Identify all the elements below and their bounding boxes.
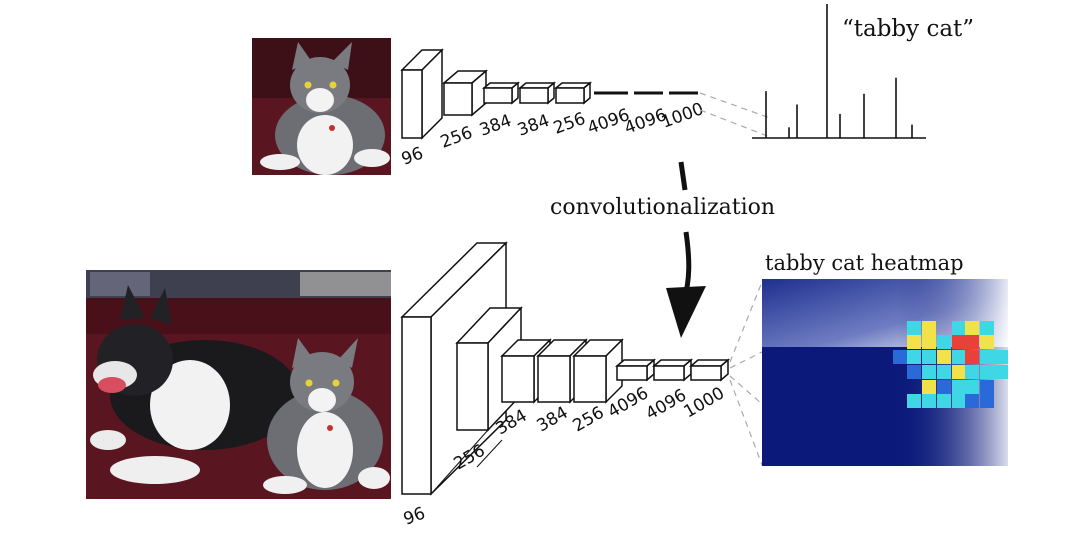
heatmap-cell — [937, 350, 951, 364]
dog-cat-photo — [86, 270, 391, 499]
bottom-projection-line-4 — [730, 380, 762, 465]
bottom-label-384b: 384 — [534, 403, 572, 437]
bottom-projection-line-3 — [730, 376, 762, 404]
heatmap-cell — [937, 394, 951, 408]
top-label-1000: 1000 — [659, 99, 706, 133]
heatmap-cell — [922, 350, 936, 364]
heatmap-cell — [907, 321, 921, 335]
heatmap-cell — [937, 335, 951, 349]
heatmap-cell — [937, 365, 951, 379]
top-layer-384a-block — [484, 83, 518, 103]
heatmap-cell — [907, 365, 921, 379]
bottom-label-256b: 256 — [570, 403, 608, 437]
tabby-cat-label: “tabby cat” — [842, 16, 974, 42]
heatmap-cell — [965, 380, 979, 394]
heatmap-cell — [980, 350, 994, 364]
top-layer-256-block — [444, 71, 486, 115]
bottom-label-1000: 1000 — [681, 383, 728, 422]
top-label-96: 96 — [399, 144, 426, 170]
heatmap-cell — [952, 321, 966, 335]
heatmap-cell — [994, 365, 1008, 379]
top-projection-line-lower — [700, 110, 770, 137]
top-layer-256b-block — [556, 83, 590, 103]
top-label-256: 256 — [438, 123, 475, 153]
heatmap-cell — [922, 321, 936, 335]
heatmap-cell — [980, 335, 994, 349]
heatmap-cell — [994, 350, 1008, 364]
bottom-layer-256b-block — [574, 340, 622, 402]
top-label-384b: 384 — [515, 111, 552, 141]
heatmap-cell — [965, 350, 979, 364]
heatmap-cell — [980, 394, 994, 408]
bottom-network: 96 256 384 384 256 4096 4096 1000 — [401, 243, 728, 530]
heatmap-cell — [922, 380, 936, 394]
top-label-256b: 256 — [551, 109, 588, 139]
top-layer-384b-block — [520, 83, 554, 103]
heatmap-cell — [952, 380, 966, 394]
heatmap-cell — [965, 365, 979, 379]
bottom-projection-line-2 — [730, 352, 762, 368]
heatmap-cell — [922, 365, 936, 379]
cat-photo-top — [252, 38, 391, 175]
heatmap-cell — [907, 350, 921, 364]
heatmap-cell — [952, 365, 966, 379]
convolutionalization-arrow — [666, 162, 706, 338]
bottom-layer-4096a-block — [617, 360, 654, 380]
heatmap-cell — [952, 350, 966, 364]
bottom-projection-line-1 — [730, 282, 762, 362]
top-layer-96-block — [402, 50, 442, 138]
convolutionalization-label: convolutionalization — [550, 195, 775, 220]
heatmap-cell — [980, 321, 994, 335]
heatmap-cell — [980, 365, 994, 379]
heatmap-cell — [965, 335, 979, 349]
tabby-cat-heatmap — [762, 279, 1008, 466]
heatmap-cell — [907, 394, 921, 408]
heatmap-cell — [893, 350, 907, 364]
bottom-label-96: 96 — [401, 504, 428, 530]
heatmap-cell — [952, 335, 966, 349]
bottom-layer-1000-block — [691, 360, 728, 380]
heatmap-cell — [965, 321, 979, 335]
bottom-layer-4096b-block — [654, 360, 691, 380]
heatmap-cell — [965, 394, 979, 408]
heatmap-cell — [922, 394, 936, 408]
heatmap-label: tabby cat heatmap — [765, 251, 964, 275]
heatmap-cell — [907, 335, 921, 349]
heatmap-cell — [922, 335, 936, 349]
heatmap-cell — [980, 380, 994, 394]
top-network: 96 256 384 384 256 4096 4096 1000 — [399, 50, 706, 170]
top-label-384a: 384 — [477, 111, 514, 141]
heatmap-cell — [937, 380, 951, 394]
heatmap-cell — [952, 394, 966, 408]
